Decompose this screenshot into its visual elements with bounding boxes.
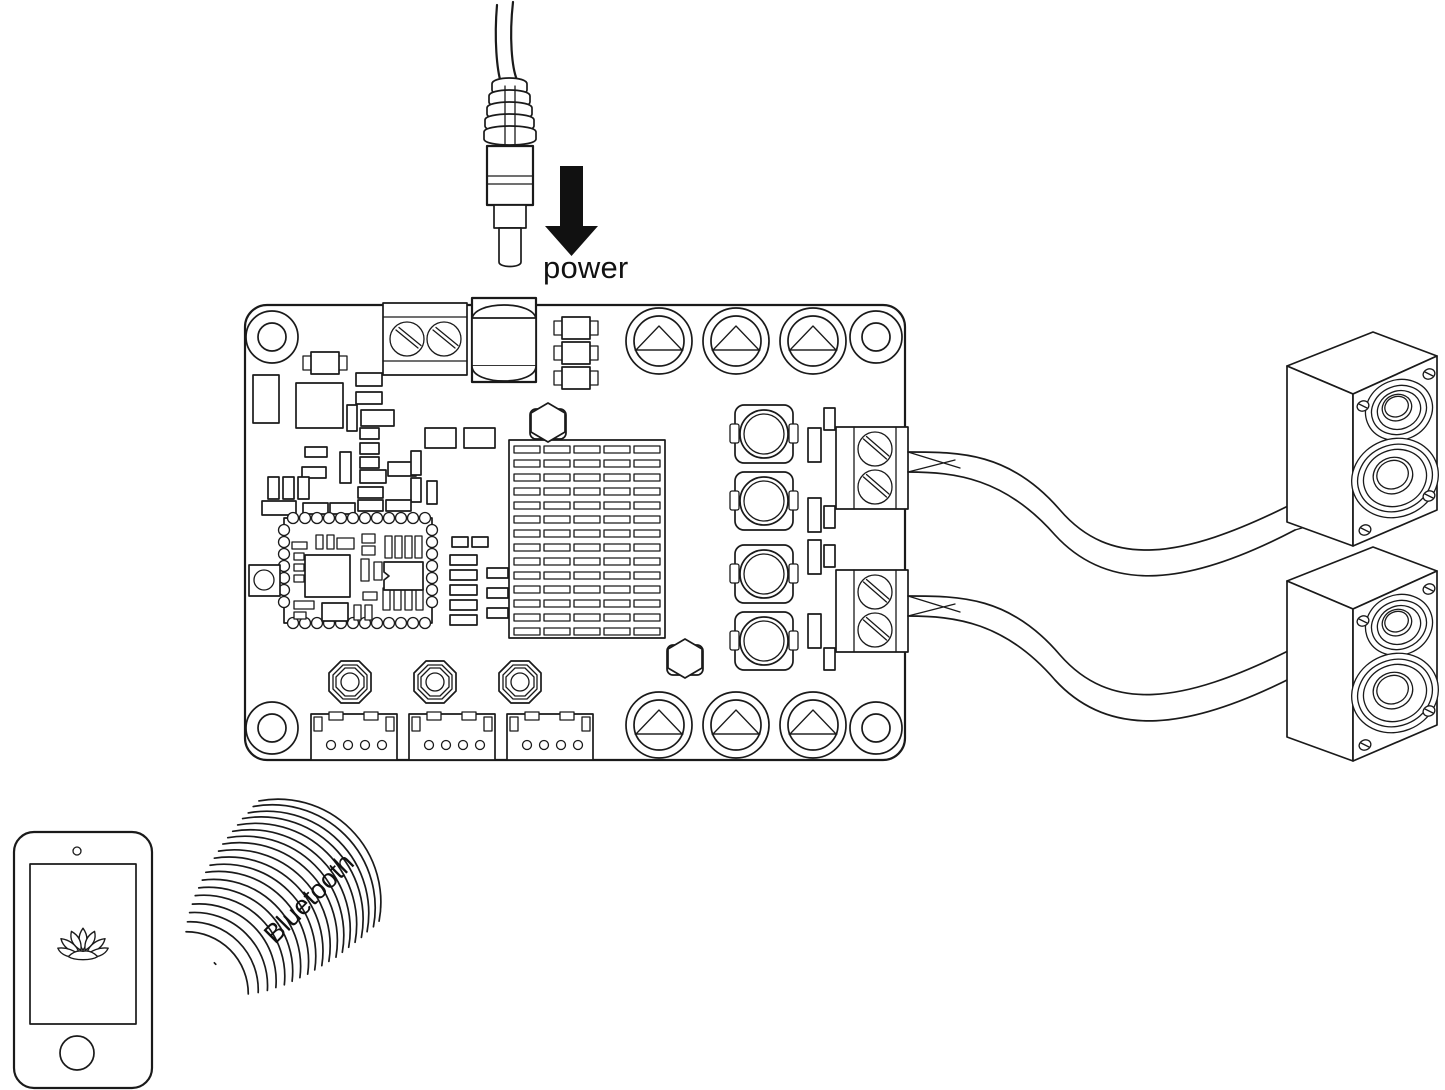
- plug-strain-relief: [483, 77, 537, 146]
- dc-power-plug: [483, 0, 537, 268]
- input-screw-terminal: [382, 302, 468, 376]
- smd-field-module-right: [449, 536, 509, 626]
- trim-potentiometers: [328, 660, 542, 704]
- power-arrow-icon: [545, 166, 598, 256]
- speaker-wire-top: [907, 451, 1331, 577]
- power-label: power: [543, 250, 628, 285]
- hex-standoff-top: [529, 402, 567, 443]
- smartphone: [12, 830, 154, 1090]
- pin-headers: [310, 711, 594, 761]
- mounting-holes: [245, 310, 903, 755]
- smd-square-left: [248, 564, 281, 597]
- bluetooth-signal: [185, 798, 382, 995]
- bluetooth-amplifier-board: [243, 296, 909, 762]
- output-screw-terminal-2: [835, 569, 909, 653]
- module-edge-pads: [277, 511, 439, 630]
- smd-field-left: [252, 351, 496, 516]
- output-inductors-top: [625, 307, 847, 375]
- speaker-top: [1286, 331, 1445, 547]
- pcb-pads-right: [807, 407, 836, 671]
- speaker-wire-bottom: [907, 595, 1331, 722]
- smd-components-top: [553, 316, 599, 390]
- amplifier-heatsink: [508, 439, 666, 639]
- output-screw-terminal-1: [835, 426, 909, 510]
- hex-standoff-bottom: [666, 638, 704, 679]
- output-inductors-bottom: [625, 691, 847, 759]
- speaker-bottom: [1286, 546, 1445, 762]
- home-button: [59, 1035, 95, 1071]
- front-camera-icon: [72, 846, 82, 856]
- dc-power-jack: [470, 296, 538, 384]
- lotus-flower-icon: [57, 927, 109, 961]
- bluetooth-module: [277, 511, 439, 630]
